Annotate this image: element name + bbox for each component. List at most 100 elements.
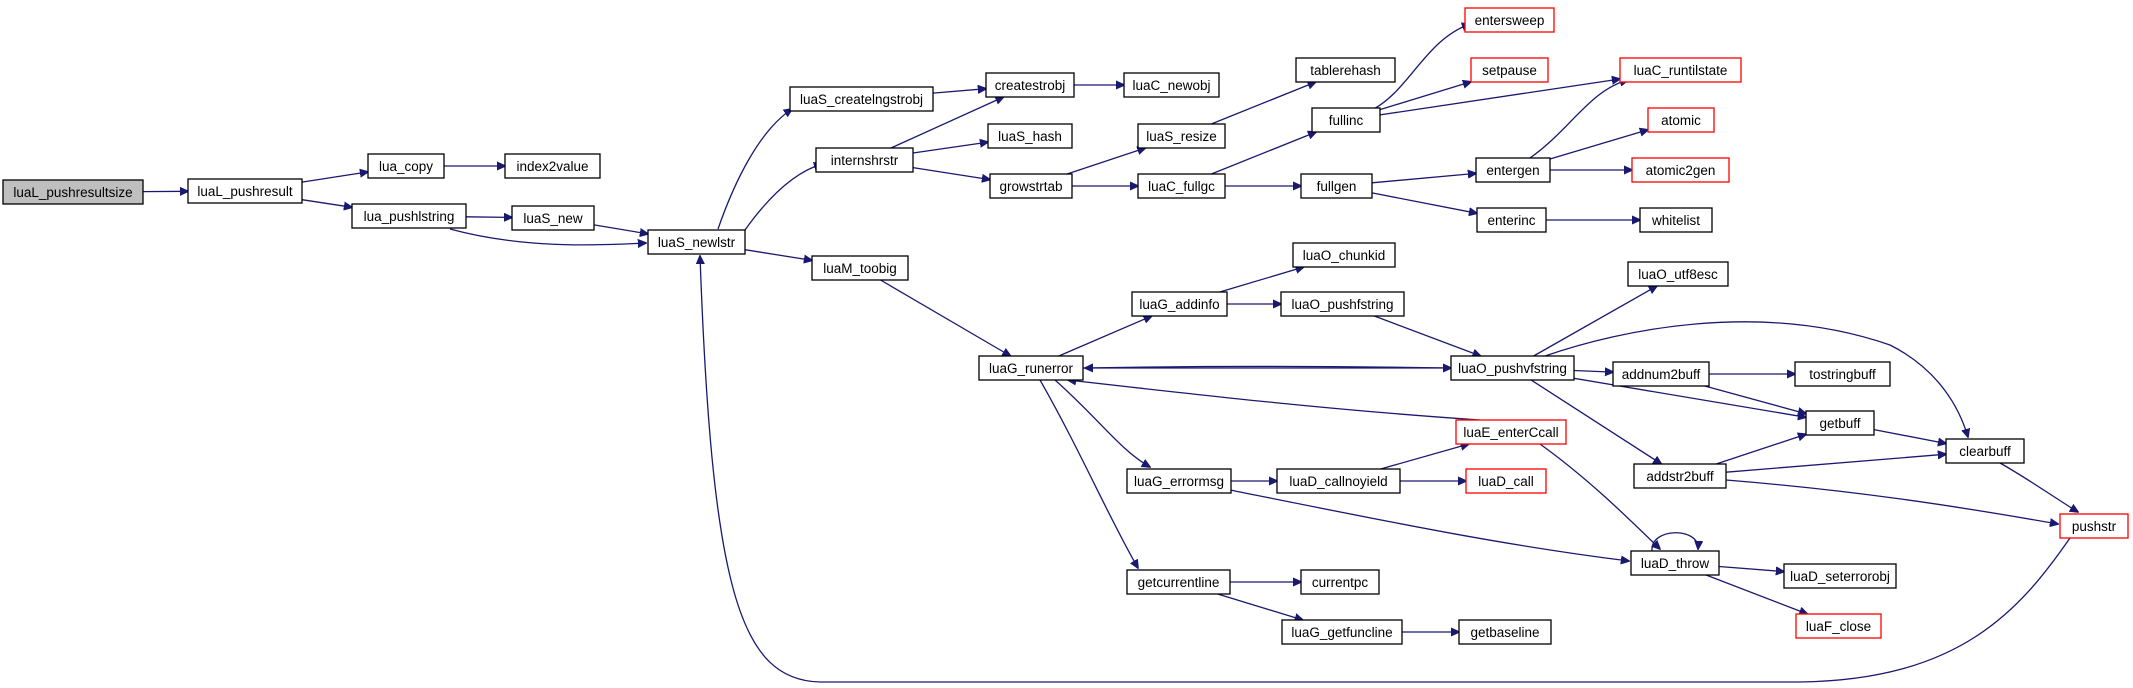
node-luaC_fullgc[interactable]: luaC_fullgc bbox=[1137, 173, 1226, 199]
node-label: luaO_chunkid bbox=[1303, 248, 1386, 263]
node-tablerehash[interactable]: tablerehash bbox=[1295, 57, 1396, 83]
node-box bbox=[1281, 619, 1403, 645]
node-label: pushstr bbox=[2072, 519, 2117, 534]
node-label: luaD_callnoyield bbox=[1289, 474, 1387, 489]
edge-entergen-to-atomic bbox=[1549, 130, 1648, 160]
node-luaO_pushfstring[interactable]: luaO_pushfstring bbox=[1280, 291, 1405, 317]
node-luaO_pushvfstring[interactable]: luaO_pushvfstring bbox=[1450, 355, 1575, 381]
node-box bbox=[351, 203, 467, 229]
node-label: atomic2gen bbox=[1646, 163, 1716, 178]
node-box bbox=[1805, 410, 1875, 436]
node-luaS_createlngstrobj[interactable]: luaS_createlngstrobj bbox=[789, 86, 934, 112]
edge-luaG_runerror-to-getcurrentline bbox=[1039, 379, 1138, 568]
node-label: luaS_resize bbox=[1146, 129, 1217, 144]
node-currentpc[interactable]: currentpc bbox=[1300, 569, 1380, 595]
node-box bbox=[1455, 419, 1567, 445]
node-createstrobj[interactable]: createstrobj bbox=[985, 72, 1075, 98]
node-luaL_pushresult[interactable]: luaL_pushresult bbox=[187, 178, 303, 204]
node-getbuff[interactable]: getbuff bbox=[1805, 410, 1875, 436]
edge-entergen-to-luaC_runtilstate bbox=[1529, 80, 1628, 159]
node-luaL_pushresultsize[interactable]: luaL_pushresultsize bbox=[2, 179, 144, 205]
node-label: luaG_addinfo bbox=[1139, 297, 1219, 312]
node-luaS_new[interactable]: luaS_new bbox=[511, 205, 595, 231]
node-label: clearbuff bbox=[1959, 444, 2011, 459]
node-luaF_close[interactable]: luaF_close bbox=[1795, 613, 1882, 639]
edge-fullgen-to-entergen bbox=[1371, 173, 1476, 184]
edge-luaM_toobig-to-luaG_runerror bbox=[880, 279, 1011, 356]
node-label: luaO_pushfstring bbox=[1291, 297, 1393, 312]
node-internshrstr[interactable]: internshrstr bbox=[815, 147, 914, 173]
edge-luaS_resize-to-tablerehash bbox=[1211, 82, 1315, 125]
node-label: luaF_close bbox=[1806, 619, 1871, 634]
node-label: createstrobj bbox=[995, 78, 1066, 93]
node-luaS_hash[interactable]: luaS_hash bbox=[987, 123, 1073, 149]
edge-luaO_pushvfstring-to-luaG_runerror bbox=[1085, 367, 1452, 369]
node-box bbox=[1137, 123, 1226, 149]
node-enterinc[interactable]: enterinc bbox=[1476, 207, 1547, 233]
node-luaM_toobig[interactable]: luaM_toobig bbox=[811, 255, 909, 281]
node-getbaseline[interactable]: getbaseline bbox=[1458, 619, 1552, 645]
node-label: fullgen bbox=[1317, 179, 1357, 194]
node-luaG_addinfo[interactable]: luaG_addinfo bbox=[1131, 291, 1228, 317]
node-index2value[interactable]: index2value bbox=[504, 153, 601, 179]
node-getcurrentline[interactable]: getcurrentline bbox=[1126, 569, 1231, 595]
edge-addstr2buff-to-clearbuff bbox=[1725, 454, 1946, 473]
node-box bbox=[1126, 468, 1232, 494]
node-luaO_utf8esc[interactable]: luaO_utf8esc bbox=[1627, 261, 1729, 287]
node-box bbox=[2, 179, 144, 205]
node-luaG_runerror[interactable]: luaG_runerror bbox=[978, 355, 1084, 381]
edge-luaC_fullgc-to-fullinc bbox=[1211, 132, 1316, 175]
node-label: fullinc bbox=[1329, 113, 1364, 128]
node-box bbox=[187, 178, 303, 204]
node-addnum2buff[interactable]: addnum2buff bbox=[1612, 361, 1710, 387]
node-pushstr[interactable]: pushstr bbox=[2059, 513, 2129, 539]
node-label: entersweep bbox=[1475, 13, 1545, 28]
node-lua_pushlstring[interactable]: lua_pushlstring bbox=[351, 203, 467, 229]
edge-luaD_throw-to-luaD_seterrorobj bbox=[1718, 565, 1784, 572]
node-fullgen[interactable]: fullgen bbox=[1300, 173, 1373, 199]
node-luaE_enterCcall[interactable]: luaE_enterCcall bbox=[1455, 419, 1567, 445]
node-setpause[interactable]: setpause bbox=[1470, 57, 1549, 83]
node-box bbox=[1795, 613, 1882, 639]
node-luaG_getfuncline[interactable]: luaG_getfuncline bbox=[1281, 619, 1403, 645]
node-entersweep[interactable]: entersweep bbox=[1464, 7, 1555, 33]
node-luaD_call[interactable]: luaD_call bbox=[1465, 468, 1547, 494]
edge-fullinc-to-setpause bbox=[1379, 82, 1471, 111]
node-box bbox=[1630, 550, 1720, 576]
node-luaO_chunkid[interactable]: luaO_chunkid bbox=[1292, 242, 1396, 268]
edge-fullgen-to-enterinc bbox=[1371, 192, 1477, 213]
node-label: getbuff bbox=[1819, 416, 1860, 431]
node-luaC_runtilstate[interactable]: luaC_runtilstate bbox=[1619, 57, 1742, 83]
node-label: luaL_pushresultsize bbox=[13, 185, 132, 200]
edge-luaG_addinfo-to-luaO_chunkid bbox=[1219, 267, 1304, 293]
node-atomic[interactable]: atomic bbox=[1647, 107, 1715, 133]
node-entergen[interactable]: entergen bbox=[1475, 157, 1551, 183]
node-clearbuff[interactable]: clearbuff bbox=[1945, 438, 2025, 464]
edge-luaE_enterCcall-to-luaG_runerror bbox=[1068, 380, 1481, 421]
node-label: currentpc bbox=[1312, 575, 1369, 590]
node-addstr2buff[interactable]: addstr2buff bbox=[1633, 463, 1727, 489]
node-luaS_resize[interactable]: luaS_resize bbox=[1137, 123, 1226, 149]
node-whitelist[interactable]: whitelist bbox=[1639, 207, 1713, 233]
node-luaD_throw[interactable]: luaD_throw bbox=[1630, 550, 1720, 576]
node-growstrtab[interactable]: growstrtab bbox=[989, 173, 1073, 199]
node-luaG_errormsg[interactable]: luaG_errormsg bbox=[1126, 468, 1232, 494]
node-tostringbuff[interactable]: tostringbuff bbox=[1794, 361, 1891, 387]
node-box bbox=[1631, 157, 1730, 183]
node-luaS_newlstr[interactable]: luaS_newlstr bbox=[647, 229, 746, 255]
node-label: luaO_pushvfstring bbox=[1458, 361, 1567, 376]
node-label: luaS_new bbox=[523, 211, 583, 226]
node-luaD_callnoyield[interactable]: luaD_callnoyield bbox=[1276, 468, 1401, 494]
node-fullinc[interactable]: fullinc bbox=[1311, 107, 1381, 133]
node-lua_copy[interactable]: lua_copy bbox=[367, 153, 445, 179]
edge-luaS_newlstr-to-luaM_toobig bbox=[744, 249, 812, 261]
node-luaD_seterrorobj[interactable]: luaD_seterrorobj bbox=[1783, 563, 1897, 589]
node-box bbox=[1783, 563, 1897, 589]
node-luaC_newobj[interactable]: luaC_newobj bbox=[1123, 72, 1220, 98]
node-box bbox=[1450, 355, 1575, 381]
edge-fullinc-to-luaC_runtilstate bbox=[1379, 79, 1620, 116]
node-label: luaS_createlngstrobj bbox=[800, 92, 923, 107]
edge-luaL_pushresult-to-lua_pushlstring bbox=[301, 199, 352, 208]
node-atomic2gen[interactable]: atomic2gen bbox=[1631, 157, 1730, 183]
node-label: getbaseline bbox=[1470, 625, 1539, 640]
